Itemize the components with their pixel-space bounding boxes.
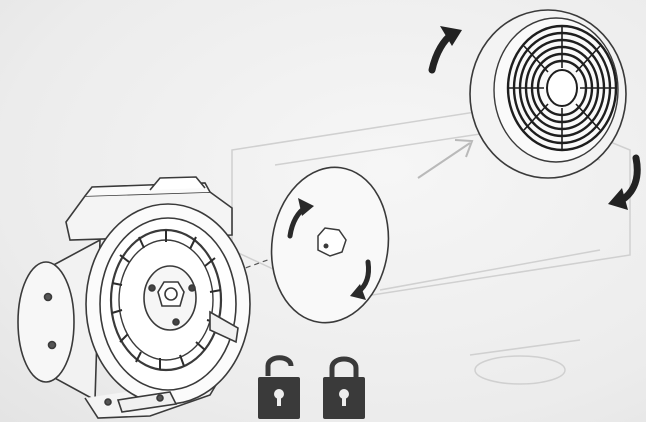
motor-blower-unit	[18, 177, 250, 418]
insert-direction-arrow-icon	[418, 140, 472, 178]
carbon-filter	[470, 10, 626, 178]
closed-padlock-icon	[323, 359, 365, 419]
rotate-clockwise-arrow-icon	[432, 26, 462, 70]
rotate-counterclockwise-arrow-icon	[608, 158, 637, 210]
filter-adapter-plate	[262, 160, 399, 331]
open-padlock-icon	[258, 358, 300, 419]
